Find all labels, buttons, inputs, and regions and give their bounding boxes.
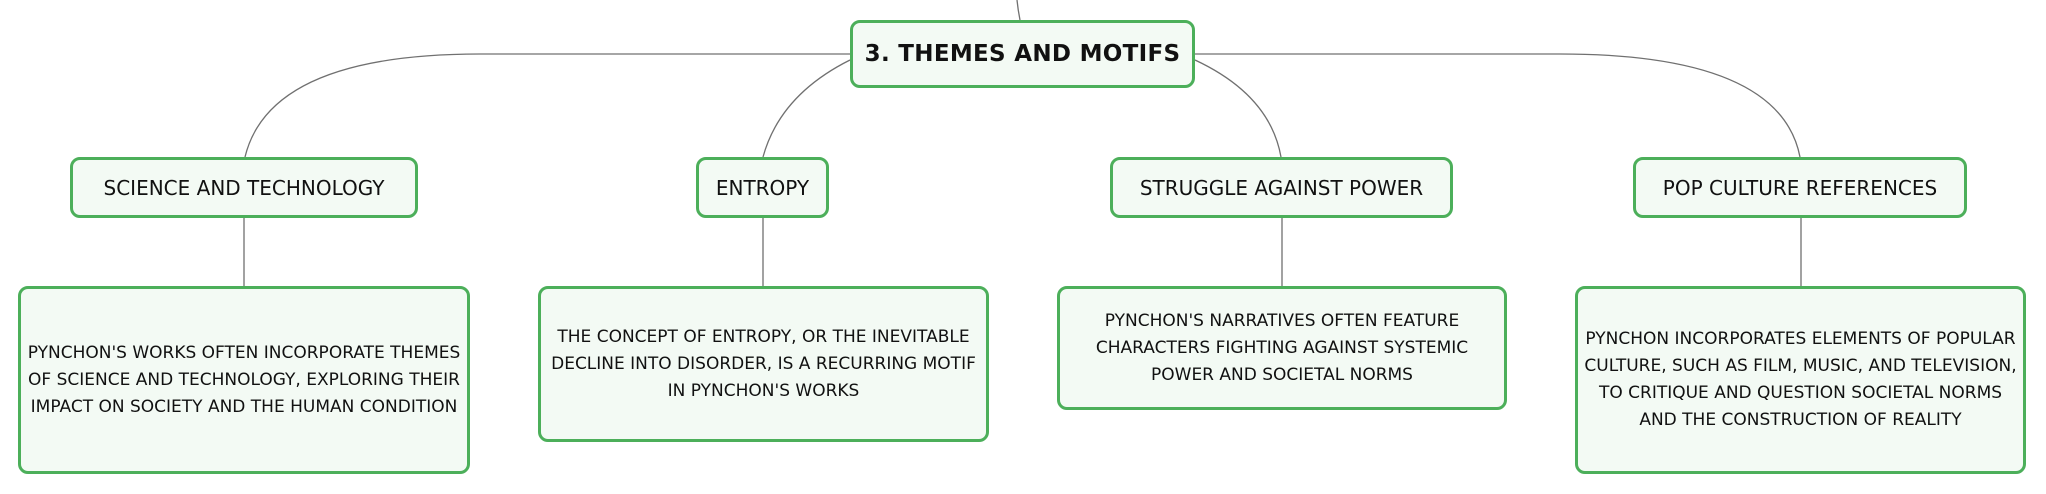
connector-to-parent — [1016, 0, 1021, 21]
connector-root-branch-3 — [1195, 53, 1801, 158]
topic-label: SCIENCE AND TECHNOLOGY — [103, 175, 385, 200]
root-topic-label: 3. THEMES AND MOTIFS — [864, 41, 1181, 67]
topic-entropy[interactable]: ENTROPY — [696, 157, 829, 218]
detail-struggle-against-power[interactable]: PYNCHON'S NARRATIVES OFTEN FEATURE CHARA… — [1057, 286, 1507, 410]
detail-text: PYNCHON'S WORKS OFTEN INCORPORATE THEMES… — [27, 342, 461, 417]
connector-root-branch-1 — [762, 59, 851, 158]
topic-label: ENTROPY — [715, 175, 810, 200]
detail-entropy[interactable]: THE CONCEPT OF ENTROPY, OR THE INEVITABL… — [538, 286, 989, 442]
root-topic-node[interactable]: 3. THEMES AND MOTIFS — [850, 20, 1195, 88]
connector-root-branch-0 — [244, 53, 850, 158]
detail-science-and-technology[interactable]: PYNCHON'S WORKS OFTEN INCORPORATE THEMES… — [18, 286, 470, 474]
detail-pop-culture-references[interactable]: PYNCHON INCORPORATES ELEMENTS OF POPULAR… — [1575, 286, 2026, 474]
topic-struggle-against-power[interactable]: STRUGGLE AGAINST POWER — [1110, 157, 1453, 218]
topic-label: POP CULTURE REFERENCES — [1662, 175, 1938, 200]
topic-science-and-technology[interactable]: SCIENCE AND TECHNOLOGY — [70, 157, 418, 218]
connector-root-branch-2 — [1194, 59, 1282, 158]
detail-text: THE CONCEPT OF ENTROPY, OR THE INEVITABL… — [551, 326, 976, 401]
topic-pop-culture-references[interactable]: POP CULTURE REFERENCES — [1633, 157, 1967, 218]
detail-text: PYNCHON INCORPORATES ELEMENTS OF POPULAR… — [1584, 329, 2017, 430]
topic-label: STRUGGLE AGAINST POWER — [1139, 175, 1424, 200]
detail-text: PYNCHON'S NARRATIVES OFTEN FEATURE CHARA… — [1095, 310, 1469, 385]
